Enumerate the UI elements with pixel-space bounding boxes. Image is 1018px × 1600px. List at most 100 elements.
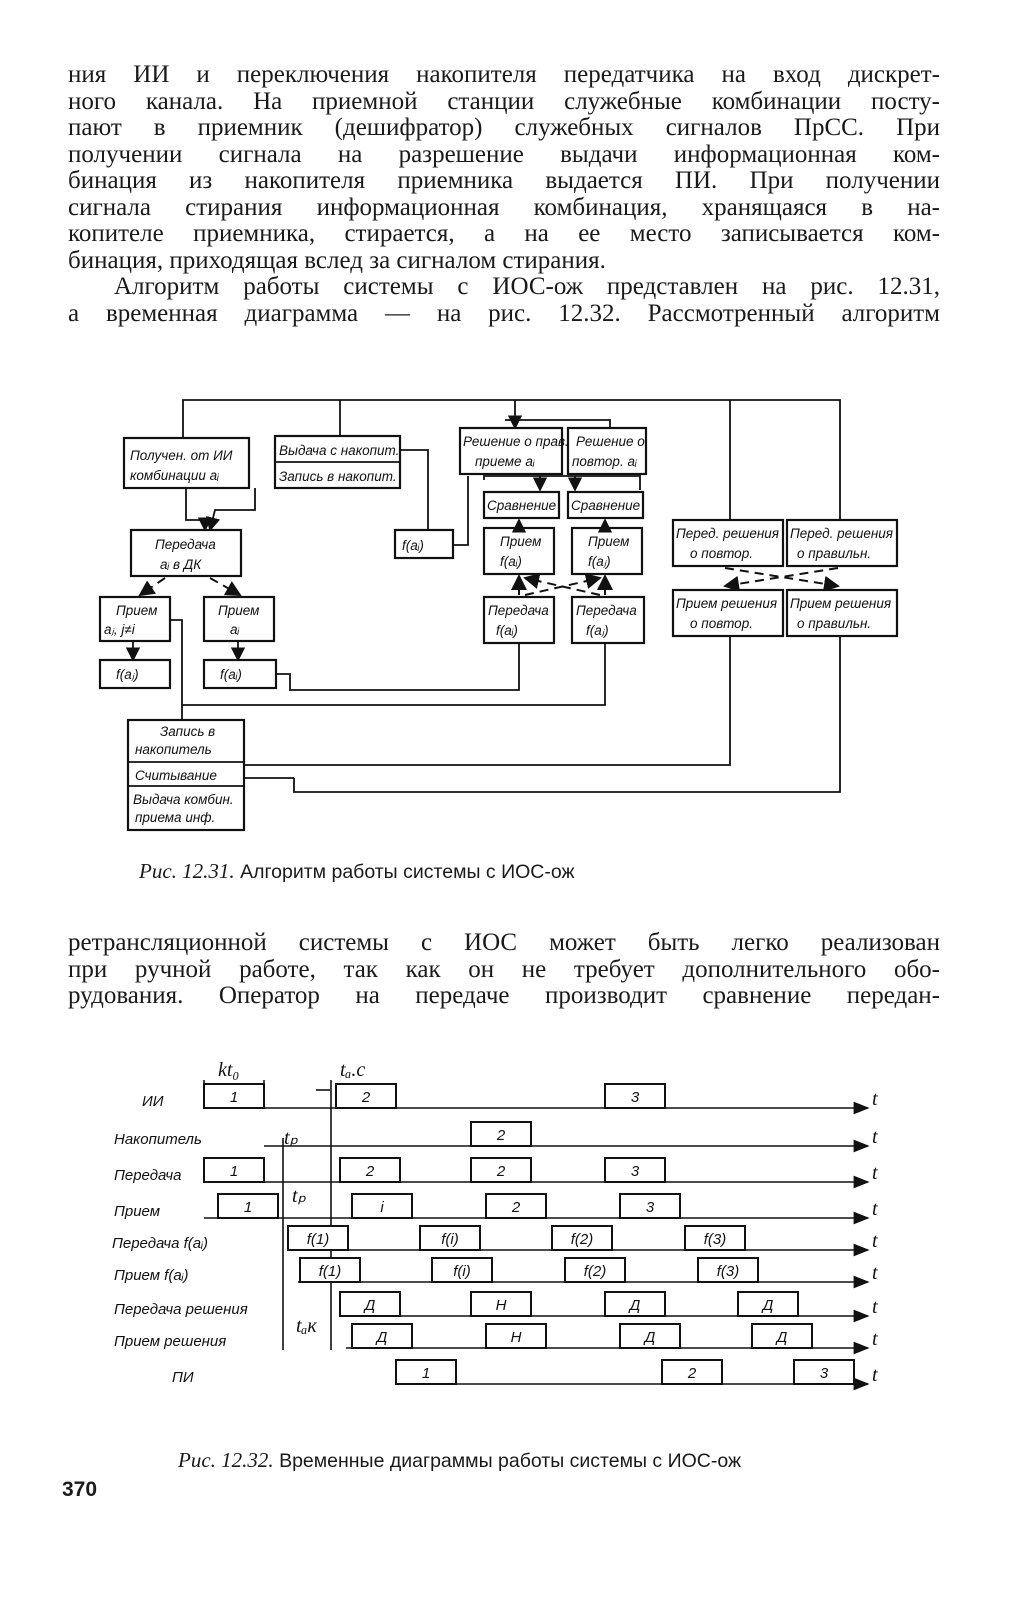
- timing-pulse-label: Н: [496, 1297, 507, 1314]
- timing-pulse-label: i: [380, 1199, 384, 1216]
- svg-text:aᵢ в ДК: aᵢ в ДК: [160, 557, 202, 572]
- svg-text:Передача: Передача: [576, 603, 637, 618]
- timing-pulse-label: f(i): [441, 1231, 459, 1248]
- figure-12-31-flowchart: Получен. от ИИ комбинации aᵢ Выдача с на…: [98, 399, 899, 832]
- timing-pulse: [351, 1193, 413, 1219]
- timing-pulse: [751, 1323, 813, 1349]
- figure-12-31-caption: Рис. 12.31. Алгоритм работы системы с ИО…: [139, 859, 575, 883]
- svg-text:Получен. от ИИ: Получен. от ИИ: [130, 448, 233, 463]
- timing-pulse-label: f(i): [453, 1263, 471, 1280]
- timing-pulse-label: f(2): [571, 1231, 594, 1248]
- svg-text:Прием: Прием: [116, 603, 157, 618]
- timing-pulse-label: Д: [761, 1297, 774, 1314]
- timing-pulse: [299, 1257, 361, 1283]
- svg-text:Решение о прав.: Решение о прав.: [463, 434, 569, 449]
- timing-pulse: [485, 1193, 547, 1219]
- text-line: ретрансляционной системы с ИОС может быт…: [68, 929, 940, 956]
- paragraph-2: ретрансляционной системы с ИОС может быт…: [68, 929, 940, 1010]
- timing-pulse: [619, 1323, 681, 1349]
- timing-pulse-label: 2: [496, 1163, 506, 1180]
- annot-tac: tₐ.c: [340, 1059, 365, 1081]
- svg-text:Сравнение: Сравнение: [571, 498, 640, 513]
- timing-pulse: [604, 1083, 666, 1109]
- timing-row-label: Прием f(aᵢ): [114, 1267, 189, 1284]
- timing-row-label: Передача f(aᵢ): [112, 1235, 208, 1252]
- timing-pulse-label: 2: [361, 1089, 371, 1106]
- svg-text:Прием: Прием: [588, 534, 629, 549]
- svg-text:Передача: Передача: [155, 537, 216, 552]
- paragraph-1: ния ИИ и переключения накопителя передат…: [68, 61, 940, 327]
- timing-row-label: Прием решения: [114, 1333, 226, 1350]
- figure-12-32-caption: Рис. 12.32. Временные диаграммы работы с…: [178, 1448, 742, 1472]
- box-recv-decision-correct: Прием решения о правильн.: [785, 588, 899, 638]
- timing-pulse-label: 3: [820, 1365, 829, 1382]
- box-decision-correct: Решение о прав. приеме aᵢ: [458, 426, 569, 476]
- timing-pulse-label: 2: [365, 1163, 375, 1180]
- text-line: бинация, приходящая вслед за сигналом ст…: [68, 246, 606, 274]
- timing-pulse: [619, 1193, 681, 1219]
- box-recv-faj: Прием f(aⱼ): [570, 526, 644, 576]
- box-issue-write: Выдача с накопит. Запись в накопит.: [273, 434, 402, 490]
- page-number: 370: [62, 1478, 98, 1501]
- text-line: при ручной работе, так как он не требует…: [68, 955, 940, 983]
- annot-tp2: tₚ: [292, 1185, 307, 1207]
- timing-pulse: [604, 1157, 666, 1183]
- svg-text:f(aᵢ): f(aᵢ): [500, 554, 522, 569]
- timing-pulse: [551, 1225, 613, 1251]
- svg-text:aᵢ: aᵢ: [230, 622, 240, 637]
- text-line: ния ИИ и переключения накопителя передат…: [68, 61, 940, 88]
- timing-pulse: [395, 1359, 457, 1385]
- timing-pulse: [351, 1323, 413, 1349]
- svg-text:комбинации aᵢ: комбинации aᵢ: [130, 468, 219, 483]
- box-fa-left: f(aᵢ): [393, 528, 455, 560]
- svg-text:Запись в: Запись в: [160, 724, 215, 739]
- timing-pulse-label: Д: [643, 1329, 656, 1346]
- box-storage: Запись в накопитель Считывание Выдача ко…: [126, 718, 246, 832]
- timing-pulse: [684, 1225, 746, 1251]
- timing-pulse-label: Д: [375, 1329, 388, 1346]
- time-symbol: t: [872, 1162, 878, 1184]
- box-recv-ai: Прием aᵢ: [202, 595, 276, 643]
- timing-pulse: [793, 1359, 855, 1385]
- box-fai-small: f(aᵢ): [202, 658, 278, 690]
- timing-row-label: Накопитель: [114, 1131, 202, 1148]
- svg-text:о правильн.: о правильн.: [797, 546, 871, 561]
- timing-pulse: [661, 1359, 723, 1385]
- text-line: ного канала. На приемной станции служебн…: [68, 87, 940, 115]
- svg-text:Прием решения: Прием решения: [676, 596, 777, 611]
- box-faj-small: f(aⱼ): [98, 658, 172, 690]
- svg-text:Выдача комбин.: Выдача комбин.: [133, 792, 234, 807]
- svg-text:Перед. решения: Перед. решения: [676, 526, 779, 541]
- text-line: получении сигнала на разрешение выдачи и…: [68, 140, 940, 168]
- timing-pulse: [470, 1157, 532, 1183]
- svg-text:Выдача с накопит.: Выдача с накопит.: [279, 443, 399, 458]
- svg-text:f(aⱼ): f(aⱼ): [586, 623, 609, 638]
- svg-text:Передача: Передача: [488, 603, 549, 618]
- time-symbol: t: [872, 1230, 878, 1252]
- timing-pulse: [419, 1225, 481, 1251]
- timing-row-label: Передача: [114, 1167, 181, 1184]
- svg-text:f(aᵢ): f(aᵢ): [496, 623, 518, 638]
- svg-text:f(aᵢ): f(aᵢ): [220, 667, 242, 682]
- box-recv-decision-repeat: Прием решения о повтор.: [671, 588, 785, 638]
- annot-tp1: tₚ: [284, 1127, 299, 1149]
- box-compare-1: Сравнение: [482, 490, 561, 520]
- svg-text:повтор. aᵢ: повтор. aᵢ: [572, 454, 637, 469]
- svg-text:Прием решения: Прием решения: [790, 596, 891, 611]
- timing-pulse: [203, 1157, 265, 1183]
- text-line: пают в приемник (дешифратор) служебных с…: [68, 114, 940, 141]
- timing-row-label: Передача решения: [114, 1301, 248, 1318]
- timing-pulse-label: f(3): [704, 1231, 727, 1248]
- timing-pulse-label: 1: [230, 1163, 238, 1180]
- svg-text:aⱼ, j≠i: aⱼ, j≠i: [104, 622, 136, 637]
- box-recv-aj: Прием aⱼ, j≠i: [98, 595, 172, 643]
- text-line: а временная диаграмма — на рис. 12.32. Р…: [68, 299, 940, 327]
- timing-pulse-label: 1: [244, 1199, 252, 1216]
- timing-pulse: [431, 1257, 493, 1283]
- svg-text:Прием: Прием: [500, 534, 541, 549]
- timing-pulse: [217, 1193, 279, 1219]
- timing-pulse: [339, 1291, 401, 1317]
- box-trans-decision-repeat: Перед. решения о повтор.: [671, 518, 785, 568]
- text-line: рудования. Оператор на передаче производ…: [68, 982, 940, 1009]
- timing-pulse-label: Д: [775, 1329, 788, 1346]
